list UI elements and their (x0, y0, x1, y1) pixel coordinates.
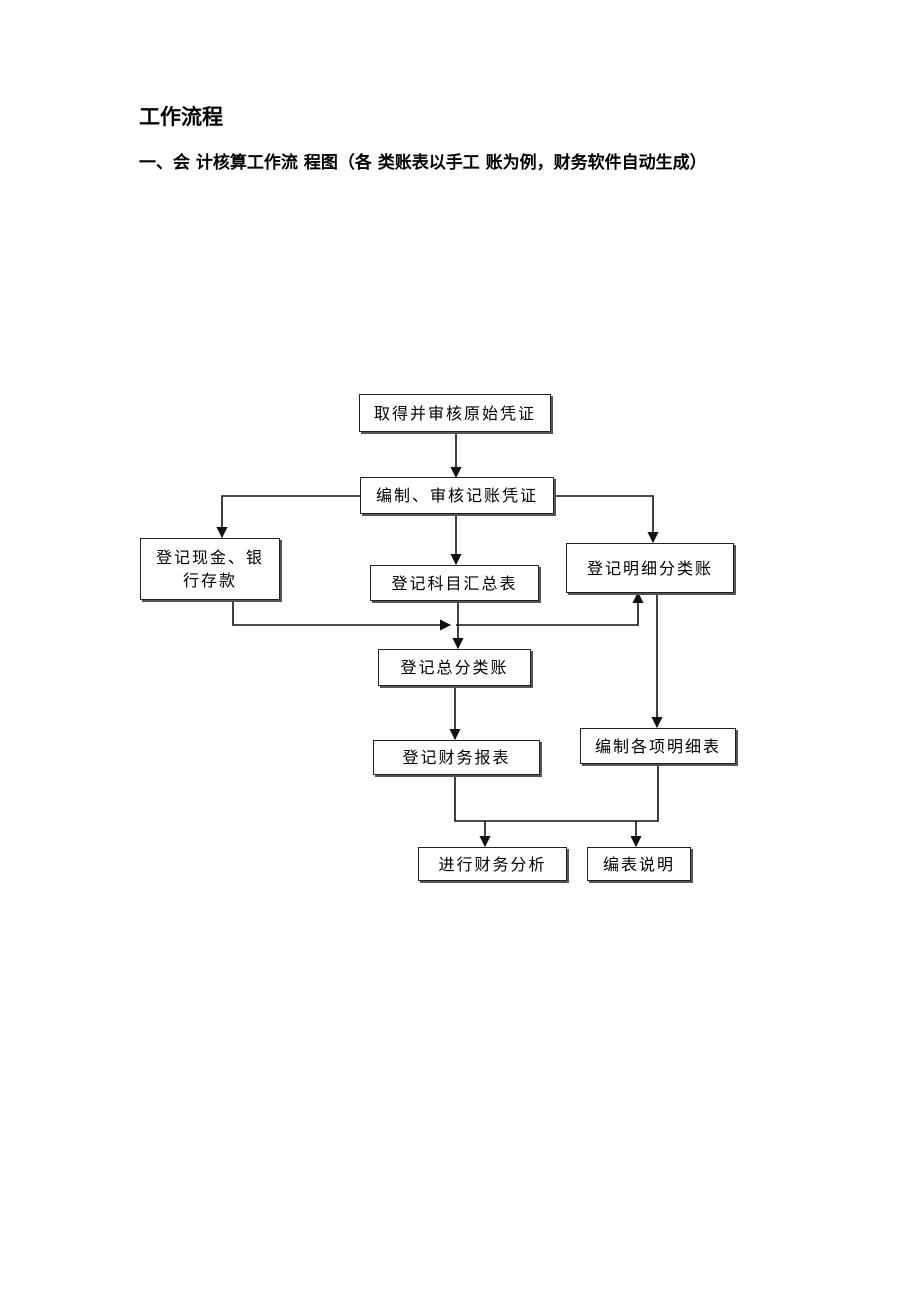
page-title: 工作流程 (139, 105, 223, 129)
box-detail-ledger: 登记明细分类账 (566, 543, 734, 593)
section-heading: 一、会 计核算工作流 程图（各 类账表以手工 账为例，财务软件自动生成） (139, 153, 707, 173)
box-financial-analysis: 进行财务分析 (418, 847, 567, 881)
box-detail-statements: 编制各项明细表 (580, 728, 736, 764)
arrow-merge-to-detail-ledger (456, 591, 644, 626)
arrow-cash-bank-to-merge (232, 600, 452, 631)
box-subject-summary: 登记科目汇总表 (370, 565, 539, 601)
box-cash-bank: 登记现金、银行存款 (140, 538, 280, 600)
box-financial-statements: 登记财务报表 (373, 740, 540, 775)
box-statement-notes: 编表说明 (587, 847, 691, 881)
box-obtain-review: 取得并审核原始凭证 (359, 394, 551, 432)
connector-statements-bottom (454, 764, 659, 822)
box-general-ledger: 登记总分类账 (378, 649, 531, 686)
arrow-prepare-to-detail-ledger (554, 495, 659, 544)
box-prepare-vouchers: 编制、审核记账凭证 (360, 477, 554, 514)
arrow-prepare-to-cash-bank (216, 495, 360, 539)
